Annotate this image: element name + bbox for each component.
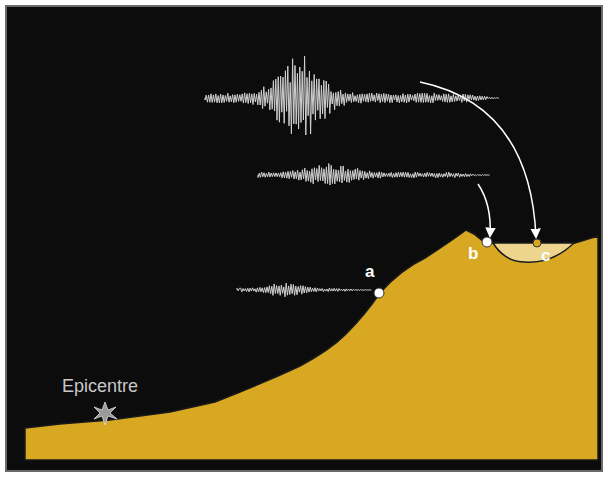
station-label: a [365, 263, 374, 280]
background-panel [6, 6, 602, 471]
station-point [374, 288, 384, 298]
station-label: c [541, 247, 550, 264]
seismogram-trace [205, 56, 499, 135]
arrow [478, 184, 490, 236]
seismograms [205, 56, 499, 297]
seismogram-trace [237, 283, 371, 297]
station-label: b [468, 245, 478, 262]
terrain [25, 230, 598, 460]
arrow [420, 82, 536, 237]
epicentre-label: Epicentre [62, 377, 138, 395]
epicentre-star [94, 402, 117, 425]
station-point [482, 237, 492, 247]
station-point [533, 239, 541, 247]
seismogram-trace [258, 164, 490, 186]
sediment-basin [493, 243, 574, 262]
